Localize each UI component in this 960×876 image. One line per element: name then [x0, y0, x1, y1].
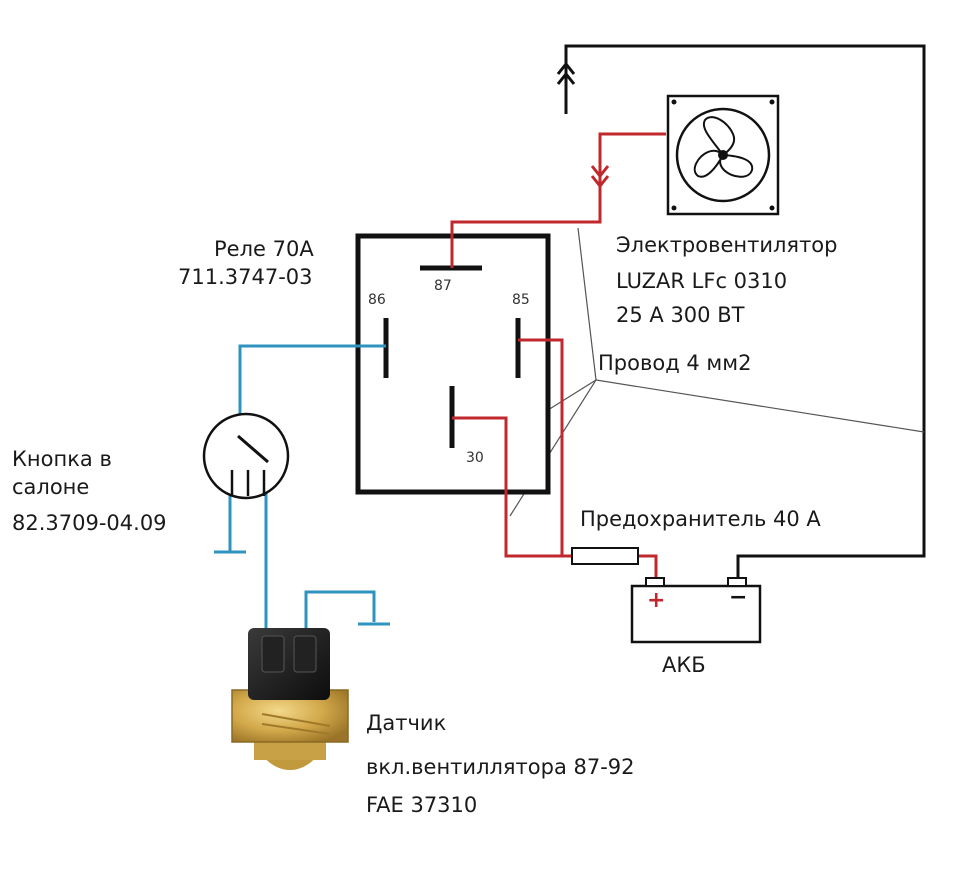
- wire-note: Провод 4 мм2: [598, 351, 751, 375]
- fuse: [571, 547, 639, 565]
- battery-plus-sign: +: [647, 588, 665, 613]
- relay-model: 711.3747-03: [178, 265, 313, 289]
- temperature-sensor: [231, 628, 349, 770]
- relay-title: Реле 70А: [214, 237, 314, 261]
- fan: [666, 94, 780, 216]
- power-connector-icon: [590, 165, 610, 189]
- battery-minus-sign: −: [729, 585, 747, 610]
- fan-model: LUZAR LFc 0310: [616, 269, 787, 293]
- ground-connector-icon: [556, 61, 576, 85]
- wire-note-pointers: [509, 227, 925, 517]
- relay-pin-85-label: 85: [512, 292, 530, 308]
- button-model: 82.3709-04.09: [12, 511, 167, 535]
- sensor-title: Датчик: [366, 711, 446, 735]
- relay-pin-86-label: 86: [368, 292, 386, 308]
- signal-wires: [214, 344, 390, 630]
- fan-title: Электровентилятор: [616, 233, 837, 257]
- relay: 86 87 85 30: [355, 233, 551, 495]
- sensor-model: FAE 37310: [366, 793, 477, 817]
- relay-pin-30-label: 30: [466, 450, 484, 466]
- cabin-button: [202, 412, 290, 500]
- sensor-description: вкл.вентиллятора 87-92: [366, 755, 635, 779]
- fan-rating: 25 А 300 ВТ: [616, 303, 745, 327]
- ground-wire: [564, 44, 926, 580]
- relay-pin-87-label: 87: [434, 278, 452, 294]
- fuse-label: Предохранитель 40 А: [580, 507, 821, 531]
- button-title-line1: Кнопка в: [12, 447, 112, 471]
- fan-blades-icon: [693, 116, 754, 178]
- battery-label: АКБ: [662, 653, 706, 677]
- battery: + −: [630, 577, 762, 644]
- power-wires: [450, 132, 666, 580]
- button-title-line2: салоне: [12, 475, 89, 499]
